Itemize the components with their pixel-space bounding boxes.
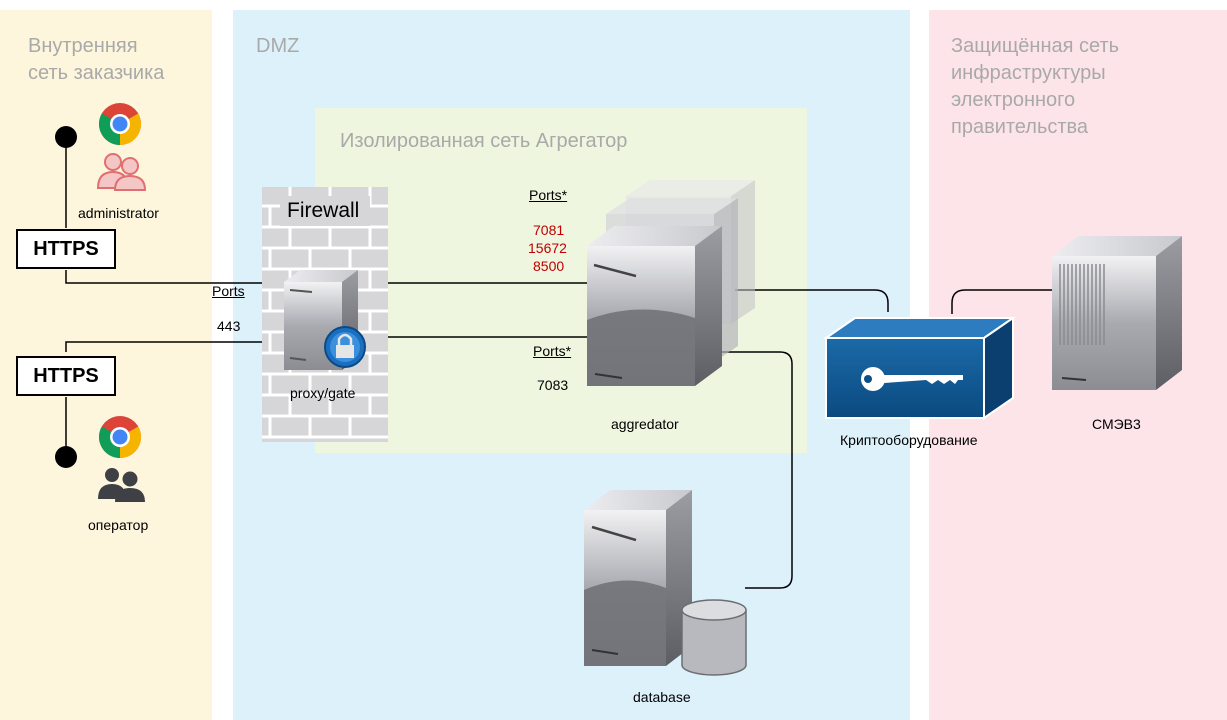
link-agg-db [718,351,793,589]
zone-isolated-title: Изолированная сеть Агрегатор [340,130,628,152]
admin-endpoint [55,126,77,148]
zone-dmz-title: DMZ [256,35,300,57]
chrome-icon-operator [98,416,142,458]
users-icon-admin [96,153,147,191]
aggregator-server-icon [587,226,722,386]
crypto-device-icon [822,316,1017,420]
label-crypto: Криптооборудование [840,432,978,448]
proxy-ports-value: 443 [217,318,241,334]
agg-ports-top-header: Ports* [529,187,568,203]
link-agg-crypto [735,289,889,312]
https-box-bottom: HTTPS [16,356,116,396]
https-box-top: HTTPS [16,229,116,269]
link-crypto-smev [951,289,1052,314]
label-aggregator: aggredator [611,416,679,432]
users-icon-operator [98,468,145,502]
label-proxy-gate: proxy/gate [290,385,356,401]
proxy-ports-header: Ports [212,283,245,299]
chrome-icon-admin [98,103,142,145]
operator-endpoint [55,446,77,468]
smev-server-icon [1052,236,1182,390]
link-https-proxy-top [65,270,262,284]
database-server-icon [584,490,747,676]
agg-port-15672: 15672 [528,240,567,256]
agg-port-7081: 7081 [533,222,565,238]
label-database: database [633,689,691,705]
firewall-title: Firewall [287,199,360,222]
link-proxy-bottom-https [65,341,262,352]
agg-port-8500: 8500 [533,258,565,274]
links [65,138,1052,589]
label-operator: оператор [88,517,149,533]
agg-ports-bottom-header: Ports* [533,343,572,359]
label-smev: СМЭВ3 [1092,416,1141,432]
zone-internal-title: Внутренняя сеть заказчика [28,35,165,84]
zone-protected-title: Защищённая сеть инфраструктуры электронн… [951,35,1120,138]
proxy-server-icon [284,270,366,370]
agg-ports-bottom-value: 7083 [537,377,569,393]
label-administrator: administrator [78,205,159,221]
